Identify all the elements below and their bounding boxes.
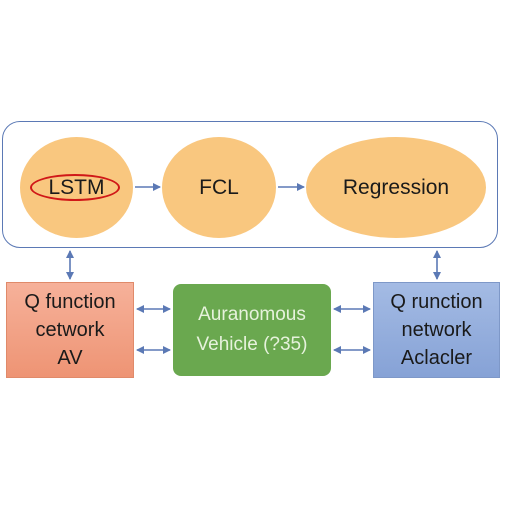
fcl-node: FCL (162, 137, 276, 238)
right-box-line-1: Q runction (390, 291, 483, 313)
center-box-line-2: Vehicle (?35) (196, 334, 308, 355)
regression-label: Regression (342, 175, 450, 199)
center-box-line-1: Auranomous (198, 304, 306, 325)
left-box-line-3: AV (57, 347, 83, 369)
right-box-line-2: network (401, 319, 472, 341)
regression-node: Regression (306, 137, 486, 238)
fcl-label: FCL (199, 175, 239, 199)
q-function-network-av-box: Q function cetwork AV (6, 282, 134, 378)
right-box-line-3: Aclacler (400, 347, 473, 369)
left-box-line-1: Q function (24, 291, 116, 313)
q-function-network-attacker-box: Q runction network Aclacler (373, 282, 500, 378)
autonomous-vehicle-box: Auranomous Vehicle (?35) (173, 284, 331, 376)
lstm-highlight-ring (30, 174, 120, 201)
left-box-line-2: cetwork (35, 319, 105, 341)
